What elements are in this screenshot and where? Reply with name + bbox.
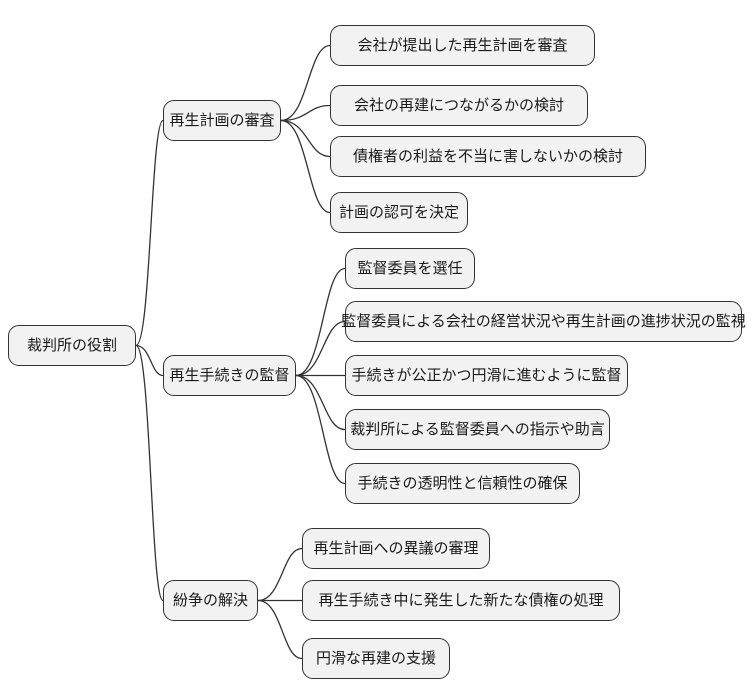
mindmap-node-b2l3: 手続きが公正かつ円滑に進むように監督	[345, 355, 628, 396]
mindmap-node-label: 再生計画の審査	[169, 111, 275, 129]
mindmap-node-label: 手続きが公正かつ円滑に進むように監督	[351, 366, 622, 384]
mindmap-edge-b1-b1l3	[280, 119, 331, 158]
mindmap-node-b1l1: 会社が提出した再生計画を審査	[330, 25, 595, 66]
mindmap-node-label: 再生手続きの監督	[169, 366, 290, 384]
mindmap-node-b2l5: 手続きの透明性と信頼性の確保	[345, 463, 580, 504]
mindmap-edge-b2-b2l1	[295, 267, 346, 377]
mindmap-edge-b1-b1l1	[280, 44, 331, 122]
mindmap-node-b1l4: 計画の認可を決定	[330, 192, 468, 233]
mindmap-node-b1: 再生計画の審査	[163, 100, 281, 141]
mindmap-node-label: 裁判所による監督委員への指示や助言	[350, 420, 605, 438]
mindmap-node-b3l3: 円滑な再建の支援	[302, 638, 450, 679]
mindmap-node-b3: 紛争の解決	[163, 580, 258, 621]
mindmap-edge-b2-b2l5	[295, 374, 346, 485]
mindmap-node-b2l2: 監督委員による会社の経営状況や再生計画の進捗状況の監視	[341, 301, 746, 342]
mindmap-node-b2: 再生手続きの監督	[163, 355, 296, 396]
mindmap-node-label: 債権者の利益を不当に害しないかの検討	[352, 147, 623, 165]
mindmap-edge-b1-b1l4	[280, 119, 331, 214]
mindmap-edge-b1-b1l2	[280, 104, 331, 122]
mindmap-node-label: 再生手続き中に発生した新たな債権の処理	[318, 591, 604, 609]
mindmap-node-label: 会社が提出した再生計画を審査	[357, 36, 568, 54]
mindmap-edge-root-b2	[135, 344, 164, 377]
mindmap-node-b3l2: 再生手続き中に発生した新たな債権の処理	[302, 580, 620, 621]
mindmap-node-label: 監督委員による会社の経営状況や再生計画の進捗状況の監視	[341, 312, 746, 330]
mindmap-edge-b3-b3l1	[257, 547, 303, 602]
mindmap-edge-b3-b3l3	[257, 599, 303, 660]
mindmap-node-b1l2: 会社の再建につながるかの検討	[330, 85, 588, 126]
mindmap-node-label: 手続きの透明性と信頼性の確保	[357, 474, 568, 492]
mindmap-node-b1l3: 債権者の利益を不当に害しないかの検討	[330, 136, 646, 177]
mindmap-node-b3l1: 再生計画への異議の審理	[302, 528, 490, 569]
mindmap-edge-root-b1	[135, 119, 164, 347]
mindmap-node-label: 円滑な再建の支援	[315, 649, 436, 667]
mindmap-edge-b2-b2l4	[295, 374, 346, 431]
mindmap-edge-root-b3	[135, 344, 164, 602]
mindmap-edge-b2-b2l2	[295, 320, 346, 377]
mindmap-node-label: 計画の認可を決定	[338, 203, 459, 221]
mindmap-node-label: 監督委員を選任	[357, 259, 463, 277]
mindmap-node-label: 再生計画への異議の審理	[313, 539, 479, 557]
mindmap-node-root: 裁判所の役割	[8, 325, 136, 366]
mindmap-node-label: 会社の再建につながるかの検討	[353, 96, 564, 114]
mindmap-node-label: 紛争の解決	[172, 591, 248, 609]
mindmap-node-label: 裁判所の役割	[26, 336, 117, 354]
mindmap-node-b2l1: 監督委員を選任	[345, 248, 475, 289]
mindmap-node-b2l4: 裁判所による監督委員への指示や助言	[345, 409, 610, 450]
